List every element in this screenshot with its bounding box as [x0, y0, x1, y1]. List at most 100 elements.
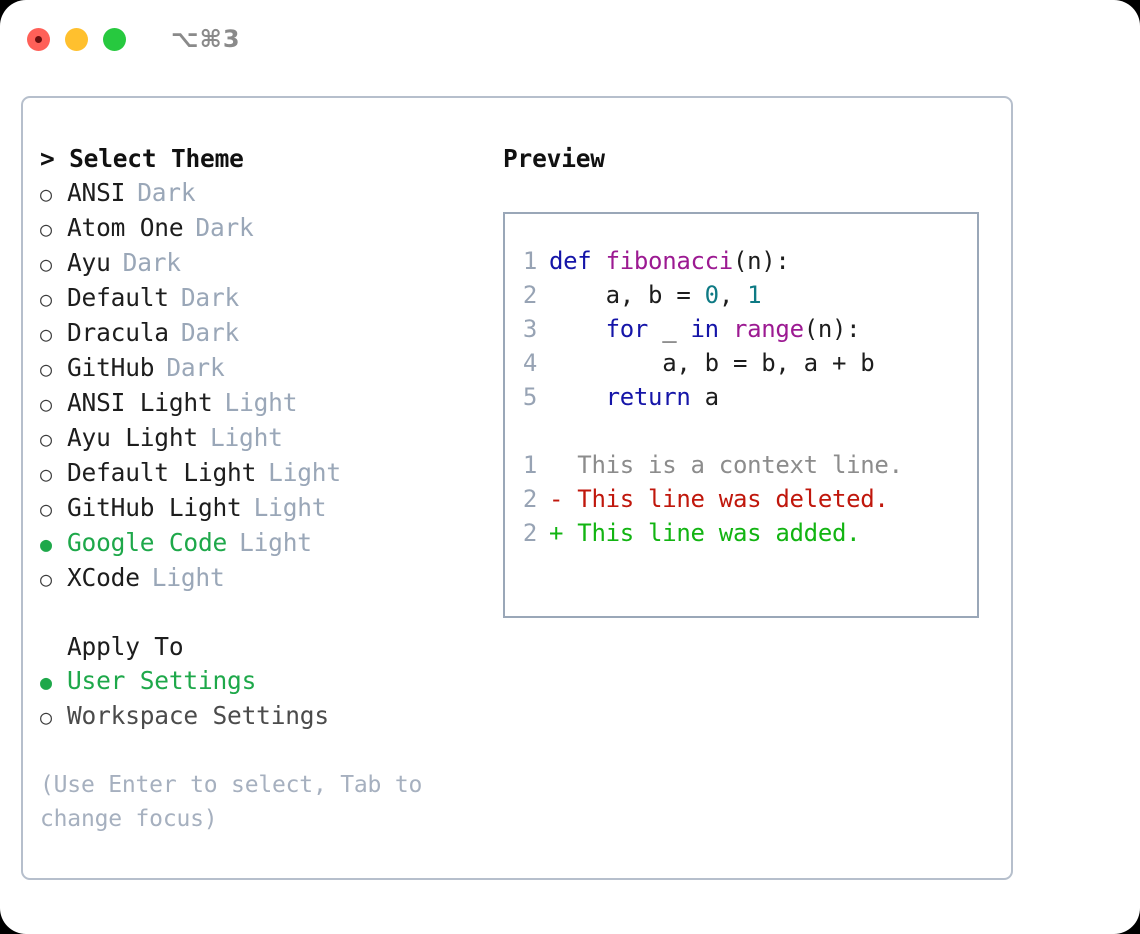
- apply-to-option-user-settings[interactable]: ●User Settings: [40, 664, 480, 699]
- theme-option-ansi-light[interactable]: ○ ANSI Light Light: [40, 386, 480, 421]
- radio-unselected-icon[interactable]: ○: [40, 322, 52, 346]
- code-token-kw: in: [690, 315, 720, 343]
- code-line-number: 1: [522, 247, 537, 275]
- radio-unselected-icon[interactable]: ○: [40, 217, 52, 241]
- code-line-content: a, b = b, a + b: [549, 346, 875, 380]
- code-line-content: def fibonacci(n):: [549, 244, 790, 278]
- theme-option-label: ANSI Light: [67, 388, 213, 417]
- code-line-number: 3: [522, 315, 537, 343]
- theme-option-label: XCode: [67, 563, 140, 592]
- window-controls: [27, 27, 126, 51]
- theme-option-ansi[interactable]: ○ ANSI Dark: [40, 176, 480, 211]
- diff-line-number: 1: [522, 451, 537, 479]
- theme-option-label: ANSI: [67, 178, 126, 207]
- diff-line: 2 + This line was added.: [505, 516, 977, 550]
- code-line-number: 2: [522, 281, 537, 309]
- theme-option-label: Atom One: [67, 213, 184, 242]
- theme-variant-tag: Light: [268, 458, 341, 487]
- theme-variant-tag: Light: [209, 423, 283, 452]
- theme-option-label: Dracula: [67, 318, 169, 347]
- radio-unselected-icon[interactable]: ○: [40, 705, 52, 729]
- radio-unselected-icon[interactable]: ○: [40, 357, 52, 381]
- code-token-pl: (n):: [803, 315, 861, 343]
- radio-selected-icon[interactable]: ●: [40, 670, 52, 694]
- code-token-pl: [549, 383, 606, 411]
- code-token-kw: return: [605, 383, 691, 411]
- code-token-kw: def: [549, 247, 606, 275]
- code-token-num: 0: [704, 281, 719, 309]
- theme-option-default-light[interactable]: ○ Default Light Light: [40, 456, 480, 491]
- theme-option-label: Default: [67, 283, 169, 312]
- theme-option-atom-one[interactable]: ○ Atom One Dark: [40, 211, 480, 246]
- code-token-pl: [719, 315, 733, 343]
- radio-unselected-icon[interactable]: ○: [40, 427, 52, 451]
- code-token-kw: for: [605, 315, 649, 343]
- code-sample: 1 def fibonacci(n): 2 a, b = 0, 1 3 for _ i…: [505, 244, 977, 414]
- theme-variant-tag: Dark: [180, 283, 240, 312]
- code-token-pl: a: [690, 383, 719, 411]
- apply-to-option-workspace-settings[interactable]: ○ Workspace Settings: [40, 699, 480, 734]
- code-line-content: for _ in range(n):: [549, 312, 861, 346]
- section-spacer: [40, 596, 480, 630]
- code-line-number: 4: [522, 349, 537, 377]
- preview-box: 1 def fibonacci(n): 2 a, b = 0, 1 3 for _ i…: [503, 212, 979, 618]
- theme-variant-tag: Dark: [195, 213, 254, 242]
- keyboard-hint-text: (Use Enter to select, Tab to change focu…: [40, 772, 423, 832]
- apply-to-list: ●User Settings ○ Workspace Settings: [40, 664, 480, 734]
- radio-selected-icon[interactable]: ●: [40, 532, 52, 556]
- radio-unselected-icon[interactable]: ○: [40, 462, 52, 486]
- radio-unselected-icon[interactable]: ○: [40, 567, 52, 591]
- close-button[interactable]: [27, 27, 50, 51]
- code-token-fn: range: [732, 315, 804, 343]
- radio-unselected-icon[interactable]: ○: [40, 497, 52, 521]
- theme-variant-tag: Light: [224, 388, 298, 417]
- code-line: 5 return a: [505, 380, 977, 414]
- theme-variant-tag: Light: [239, 528, 312, 557]
- apply-to-option-label: Workspace Settings: [67, 701, 329, 730]
- theme-variant-tag: Light: [253, 493, 327, 522]
- diff-line: 1 This is a context line.: [505, 448, 977, 482]
- theme-option-label: GitHub: [67, 353, 155, 382]
- theme-option-github[interactable]: ○ GitHub Dark: [40, 351, 480, 386]
- title-bar: ⌥⌘3: [0, 0, 1140, 78]
- radio-unselected-icon[interactable]: ○: [40, 252, 52, 276]
- diff-line-ctx: This is a context line.: [549, 451, 903, 479]
- diff-line-add: + This line was added.: [549, 519, 861, 547]
- code-token-pl: a, b = b, a + b: [549, 349, 875, 377]
- code-line-number: 5: [522, 383, 537, 411]
- minimize-button[interactable]: [65, 27, 88, 51]
- zoom-button[interactable]: [103, 27, 126, 51]
- code-line: 1 def fibonacci(n):: [505, 244, 977, 278]
- select-theme-header: > Select Theme: [40, 144, 244, 173]
- theme-variant-tag: Dark: [180, 318, 240, 347]
- code-token-pl: (n):: [732, 247, 790, 275]
- keyboard-shortcut-label: ⌥⌘3: [171, 25, 241, 53]
- radio-unselected-icon[interactable]: ○: [40, 182, 52, 206]
- diff-spacer: [505, 414, 977, 448]
- radio-unselected-icon[interactable]: ○: [40, 287, 52, 311]
- theme-option-default[interactable]: ○ Default Dark: [40, 281, 480, 316]
- code-line-content: a, b = 0, 1: [549, 278, 762, 312]
- theme-variant-tag: Dark: [137, 178, 196, 207]
- theme-option-ayu-light[interactable]: ○ Ayu Light Light: [40, 421, 480, 456]
- code-token-pl: a, b =: [549, 281, 705, 309]
- code-line: 4 a, b = b, a + b: [505, 346, 977, 380]
- theme-option-label: Ayu Light: [67, 423, 198, 452]
- radio-unselected-icon[interactable]: ○: [40, 392, 52, 416]
- theme-option-github-light[interactable]: ○ GitHub Light Light: [40, 491, 480, 526]
- code-line-content: return a: [549, 380, 720, 414]
- diff-line: 2- This line was deleted.: [505, 482, 977, 516]
- theme-option-label: GitHub Light: [67, 493, 242, 522]
- diff-line-number: 2: [522, 519, 537, 547]
- theme-option-dracula[interactable]: ○ Dracula Dark: [40, 316, 480, 351]
- code-token-num: 1: [747, 281, 762, 309]
- theme-option-label: Default Light: [67, 458, 257, 487]
- theme-variant-tag: Dark: [166, 353, 225, 382]
